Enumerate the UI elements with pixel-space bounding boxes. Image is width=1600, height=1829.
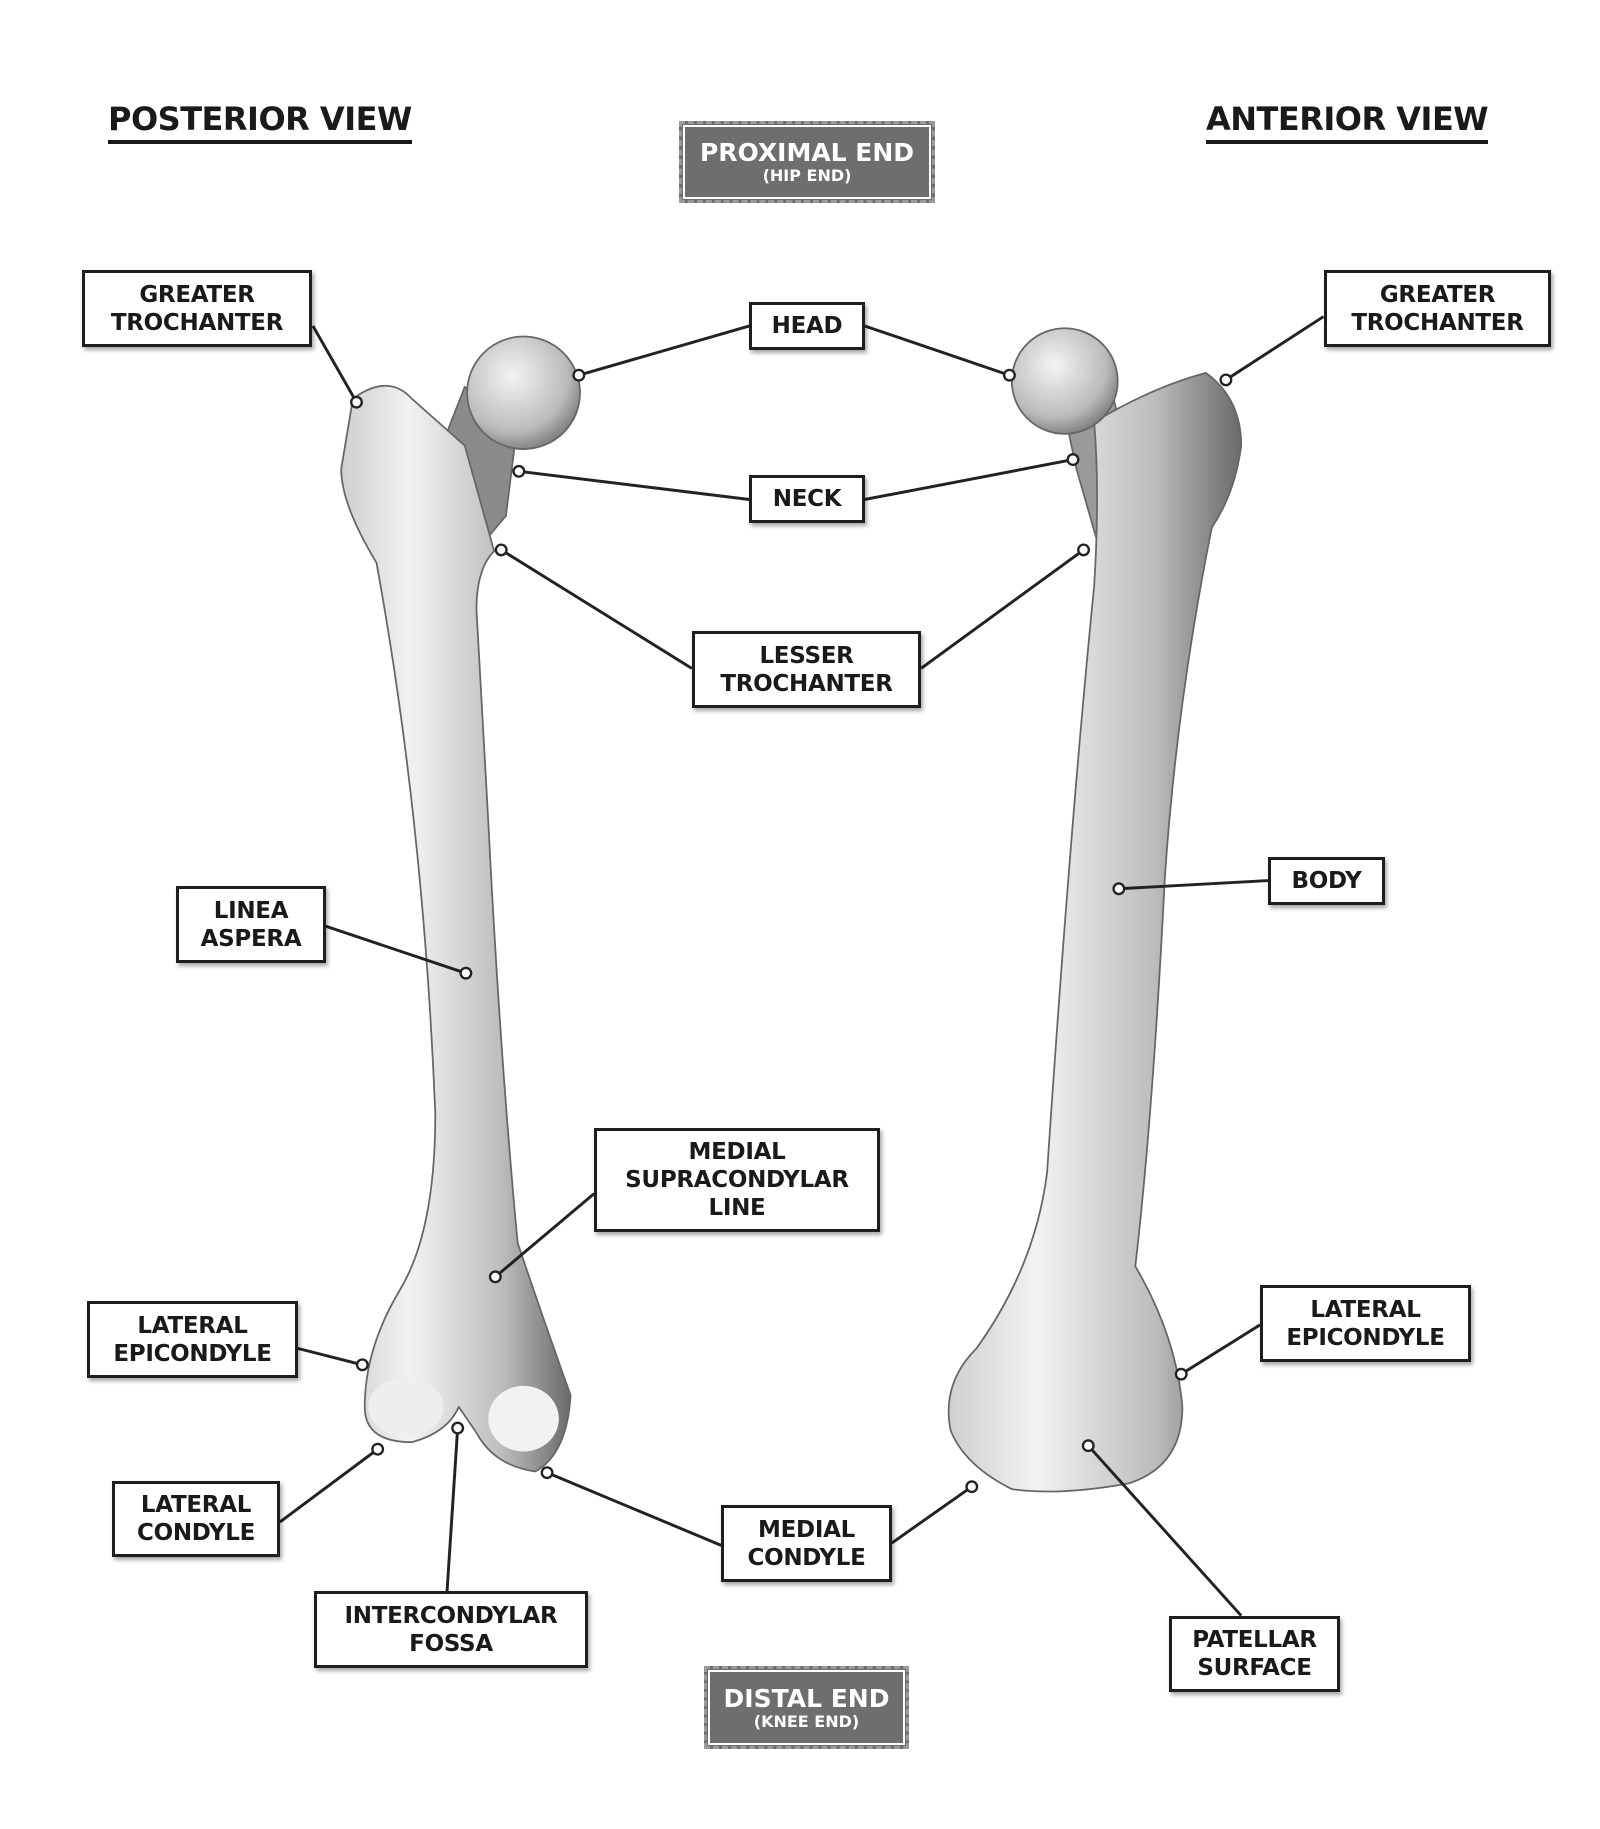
leader-lines <box>279 315 1325 1617</box>
label-medial-supracondylar-line: MEDIAL SUPRACONDYLAR LINE <box>594 1128 880 1232</box>
distal-end-label: DISTAL END <box>723 1683 890 1713</box>
label-patellar-surface: PATELLAR SURFACE <box>1169 1616 1340 1692</box>
proximal-end-label: PROXIMAL END <box>699 138 915 167</box>
label-body: BODY <box>1268 857 1385 905</box>
label-linea-aspera: LINEA ASPERA <box>176 886 326 963</box>
label-lateral-epicondyle-posterior: LATERAL EPICONDYLE <box>87 1301 298 1378</box>
label-lesser-trochanter: LESSER TROCHANTER <box>692 631 921 708</box>
posterior-femur <box>340 335 581 1473</box>
distal-end-box: DISTAL END (KNEE END) <box>704 1666 909 1749</box>
label-intercondylar-fossa: INTERCONDYLAR FOSSA <box>314 1591 588 1668</box>
label-lateral-epicondyle-anterior: LATERAL EPICONDYLE <box>1260 1285 1471 1362</box>
label-neck: NECK <box>749 475 865 523</box>
label-greater-trochanter-posterior: GREATER TROCHANTER <box>82 270 312 347</box>
anterior-view-title: ANTERIOR VIEW <box>1206 100 1489 144</box>
label-medial-condyle: MEDIAL CONDYLE <box>721 1505 892 1582</box>
label-lateral-condyle: LATERAL CONDYLE <box>112 1481 280 1557</box>
label-head: HEAD <box>749 302 865 350</box>
proximal-end-box: PROXIMAL END (HIP END) <box>679 121 935 203</box>
distal-end-sublabel: (KNEE END) <box>753 1711 860 1731</box>
label-greater-trochanter-anterior: GREATER TROCHANTER <box>1324 270 1551 347</box>
anterior-femur <box>947 327 1243 1493</box>
posterior-view-title: POSTERIOR VIEW <box>108 100 412 144</box>
proximal-end-sublabel: (HIP END) <box>762 166 852 185</box>
pointer-dots <box>350 368 1233 1494</box>
